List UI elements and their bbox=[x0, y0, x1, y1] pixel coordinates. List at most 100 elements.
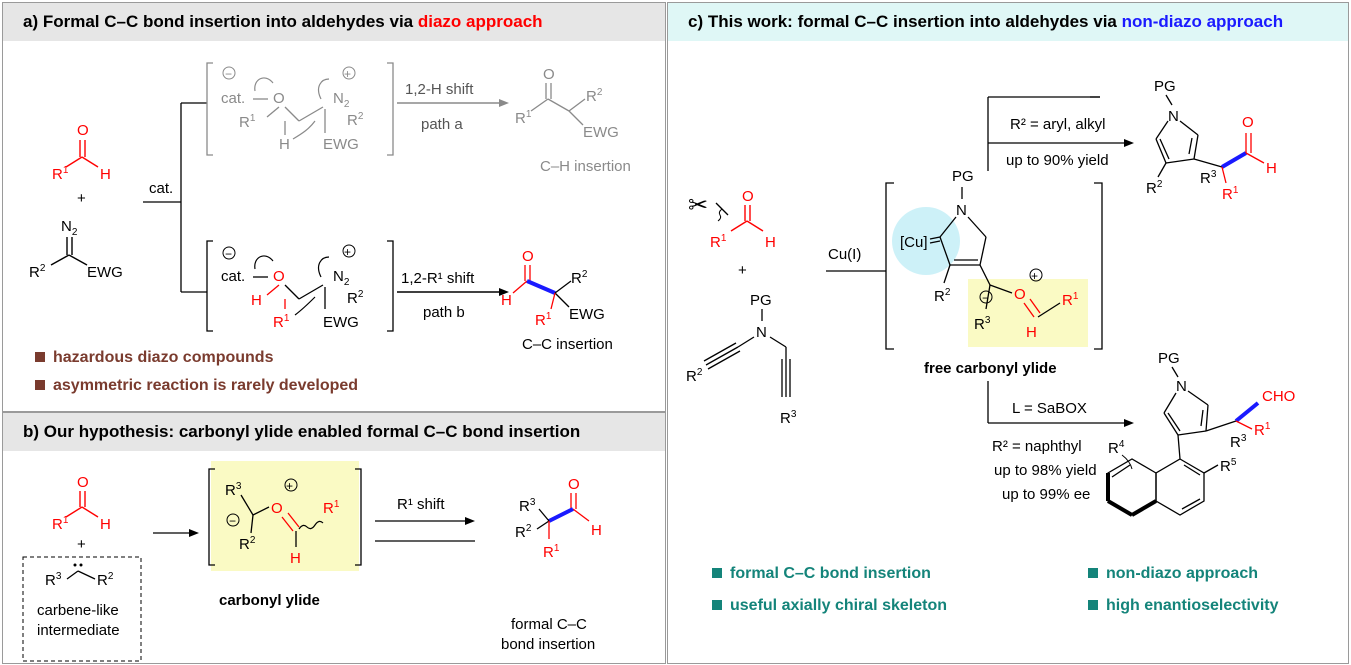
svg-text:N2: N2 bbox=[61, 218, 78, 238]
aldehyde-structure: O R1 H bbox=[52, 474, 111, 533]
svg-text:O: O bbox=[568, 476, 580, 493]
bullet-asymmetric: asymmetric reaction is rarely developed bbox=[35, 377, 358, 395]
svg-text:R5: R5 bbox=[1220, 457, 1237, 475]
svg-text:EWG: EWG bbox=[569, 306, 605, 323]
ch-insertion-label: C–H insertion bbox=[540, 158, 631, 175]
svg-text:PG: PG bbox=[952, 168, 974, 185]
svg-text:O: O bbox=[1242, 114, 1254, 131]
catalyst-label: Cu(I) bbox=[828, 246, 861, 263]
product-label-1: formal C–C bbox=[511, 616, 587, 633]
svg-text:H: H bbox=[100, 166, 111, 183]
svg-text:H: H bbox=[100, 516, 111, 533]
svg-text:+: + bbox=[344, 245, 351, 259]
panel-a: a) Formal C–C bond insertion into aldehy… bbox=[2, 2, 666, 412]
svg-text:R3: R3 bbox=[1200, 169, 1217, 187]
lower-condition-1: L = SaBOX bbox=[1012, 400, 1087, 417]
svg-text:cat.: cat. bbox=[221, 268, 245, 285]
panel-b: b) Our hypothesis: carbonyl ylide enable… bbox=[2, 412, 666, 664]
path-a-condition: 1,2-H shift bbox=[405, 81, 474, 98]
aldehyde-structure: O R1 H bbox=[52, 122, 111, 183]
svg-text:O: O bbox=[742, 188, 754, 205]
plus-sign: + bbox=[77, 190, 86, 207]
panel-c-header: c) This work: formal C–C insertion into … bbox=[668, 3, 1348, 41]
svg-text:N: N bbox=[956, 202, 967, 219]
svg-text:+: + bbox=[77, 536, 86, 553]
svg-text:R3: R3 bbox=[519, 497, 536, 515]
upper-pyrrole-product: PG N R2 R3 R1 O H bbox=[1146, 78, 1277, 203]
svg-text:R1: R1 bbox=[543, 543, 560, 561]
svg-text:O: O bbox=[77, 474, 89, 491]
bullet-enantioselectivity: high enantioselectivity bbox=[1088, 597, 1278, 615]
svg-text:H: H bbox=[279, 136, 290, 153]
ch-insertion-product: O R1 R2 EWG bbox=[515, 66, 619, 141]
scissors-aldehyde: ✂ O R1 H bbox=[688, 188, 776, 251]
panel-b-scheme: O R1 H + R3 R2 carbene-like intermediate bbox=[22, 461, 602, 662]
path-b-condition: 1,2-R¹ shift bbox=[401, 270, 475, 287]
panel-b-title: b) Our hypothesis: carbonyl ylide enable… bbox=[23, 422, 581, 441]
lower-intermediate: − cat. O H R1 + N2 R2 EWG bbox=[206, 240, 394, 332]
svg-text:N: N bbox=[1176, 378, 1187, 395]
lower-condition-3: up to 98% yield bbox=[994, 462, 1097, 479]
panel-b-header: b) Our hypothesis: carbonyl ylide enable… bbox=[3, 413, 665, 451]
catalyst-label: cat. bbox=[149, 180, 173, 197]
svg-text:EWG: EWG bbox=[87, 264, 123, 281]
svg-text:O: O bbox=[543, 66, 555, 83]
carbene-label-1: carbene-like bbox=[37, 602, 119, 619]
upper-intermediate: − cat. O R1 H + N2 R2 EWG bbox=[206, 62, 394, 156]
cc-insertion-product: O H R2 EWG R1 bbox=[501, 248, 605, 329]
svg-text:R1: R1 bbox=[52, 515, 69, 533]
svg-text:H: H bbox=[501, 292, 512, 309]
formal-cc-product: O H R3 R2 R1 bbox=[515, 476, 602, 561]
upper-condition-1: R² = aryl, alkyl bbox=[1010, 116, 1105, 133]
bullet-formal-cc: formal C–C bond insertion bbox=[712, 565, 931, 583]
svg-text:R4: R4 bbox=[1108, 439, 1125, 457]
svg-text:R2: R2 bbox=[347, 111, 364, 129]
svg-text:+: + bbox=[286, 479, 293, 493]
svg-text:O: O bbox=[273, 90, 285, 107]
carbene-label-2: intermediate bbox=[37, 622, 120, 639]
svg-text:R3: R3 bbox=[45, 571, 62, 589]
path-a-label: path a bbox=[421, 116, 463, 133]
svg-text:R3: R3 bbox=[780, 409, 797, 427]
diazo-structure: N2 R2 EWG bbox=[29, 218, 123, 281]
svg-text:−: − bbox=[982, 291, 989, 305]
panel-a-title: a) Formal C–C bond insertion into aldehy… bbox=[23, 12, 418, 31]
svg-text:[Cu]: [Cu] bbox=[900, 234, 928, 251]
panel-c-title: c) This work: formal C–C insertion into … bbox=[688, 12, 1122, 31]
svg-text:R2: R2 bbox=[686, 367, 703, 385]
shift-label: R¹ shift bbox=[397, 496, 445, 513]
svg-text:O: O bbox=[77, 122, 89, 139]
svg-text:−: − bbox=[229, 514, 236, 528]
svg-text:H: H bbox=[1026, 324, 1037, 341]
svg-text:R2: R2 bbox=[571, 269, 588, 287]
svg-text:H: H bbox=[765, 234, 776, 251]
svg-text:EWG: EWG bbox=[323, 314, 359, 331]
svg-text:R1: R1 bbox=[273, 313, 290, 331]
product-label-2: bond insertion bbox=[501, 636, 595, 653]
svg-text:EWG: EWG bbox=[583, 124, 619, 141]
svg-text:H: H bbox=[591, 522, 602, 539]
svg-text:H: H bbox=[1266, 160, 1277, 177]
svg-text:cat.: cat. bbox=[221, 90, 245, 107]
svg-text:N2: N2 bbox=[333, 90, 350, 110]
diyne-structure: PG N R2 R3 bbox=[686, 292, 797, 427]
svg-text:R2: R2 bbox=[29, 263, 46, 281]
svg-text:O: O bbox=[1014, 286, 1026, 303]
svg-text:R2: R2 bbox=[515, 523, 532, 541]
svg-text:H: H bbox=[290, 550, 301, 567]
svg-text:O: O bbox=[271, 500, 283, 517]
lower-condition-4: up to 99% ee bbox=[1002, 486, 1090, 503]
panel-a-header: a) Formal C–C bond insertion into aldehy… bbox=[3, 3, 665, 41]
svg-text:R3: R3 bbox=[1230, 433, 1247, 451]
svg-text:−: − bbox=[225, 247, 232, 261]
svg-text:EWG: EWG bbox=[323, 136, 359, 153]
axially-chiral-product: PG N CHO R1 R3 bbox=[1106, 350, 1295, 517]
svg-text:R1: R1 bbox=[710, 233, 727, 251]
svg-text:R1: R1 bbox=[1254, 421, 1271, 439]
scissors-icon: ✂ bbox=[688, 192, 708, 219]
panel-c-title-highlight: non-diazo approach bbox=[1121, 12, 1284, 31]
panel-c-scheme: ✂ O R1 H + PG N R2 bbox=[686, 78, 1295, 517]
svg-text:O: O bbox=[273, 268, 285, 285]
cu-highlight bbox=[892, 207, 960, 275]
svg-text:PG: PG bbox=[1158, 350, 1180, 367]
